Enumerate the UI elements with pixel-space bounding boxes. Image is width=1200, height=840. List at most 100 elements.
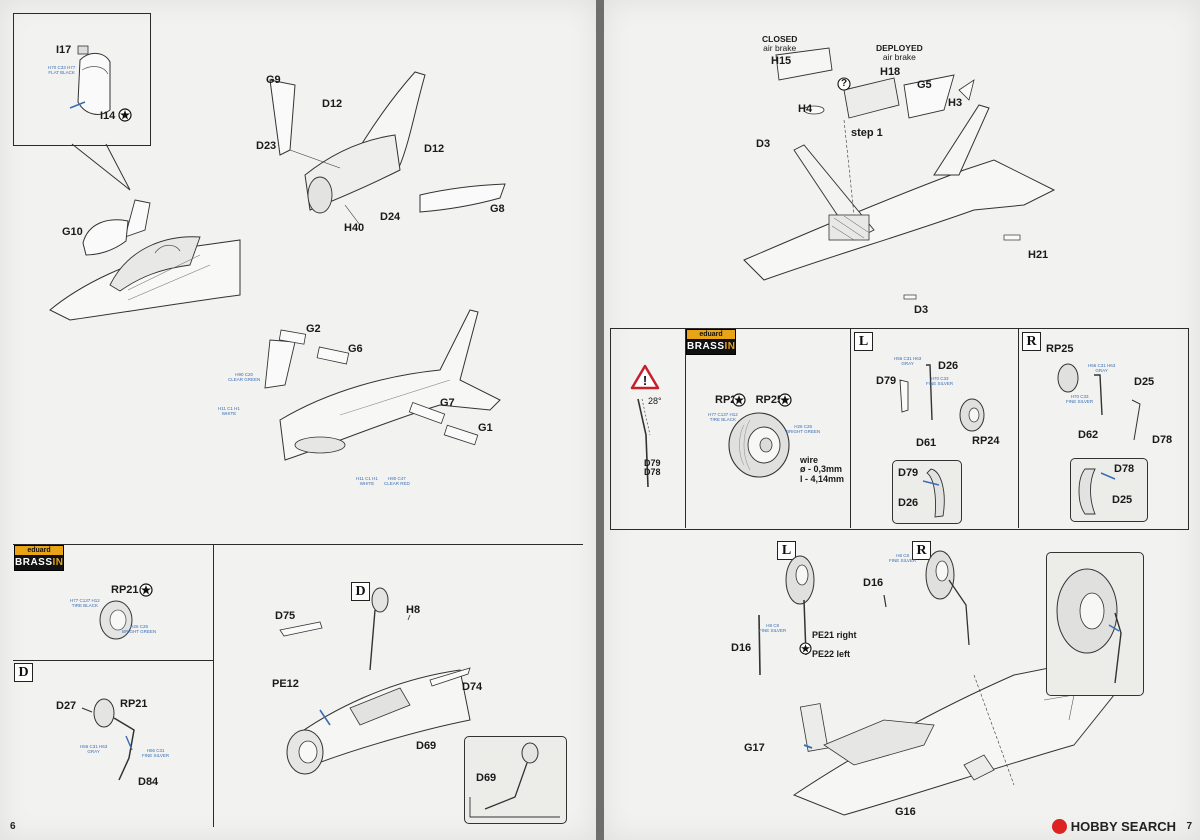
paint-codes: H8 C8	[766, 623, 779, 628]
part-label-d24: D24	[380, 211, 401, 223]
rear-fuselage-drawing	[269, 71, 506, 226]
airbrake-assembly-drawing	[743, 47, 1056, 300]
part-label-h3: H3	[948, 97, 963, 109]
paint-codes: H56 C31 H63	[894, 356, 922, 361]
brassin-logo-brass: BRASS	[687, 341, 725, 352]
part-label-rp24-l: RP24	[972, 435, 1000, 447]
label-wire-spec: wire ø - 0,3mm l - 4,14mm	[800, 455, 844, 484]
part-label-g6: G6	[348, 343, 363, 355]
part-label-h8: H8	[406, 604, 421, 616]
part-label-g16: G16	[895, 806, 916, 818]
paint-codes: H90 C20	[235, 372, 254, 377]
label-bend-angle: 28°	[648, 396, 662, 406]
paint-name: CLEAR GREEN	[228, 377, 261, 383]
part-label-d25-inset: D25	[1112, 494, 1133, 506]
canopy-part-drawing	[69, 45, 111, 115]
inset-main-gear-drawing	[1056, 568, 1122, 684]
inset-r-drawing	[1078, 468, 1116, 515]
paint-name: BRIGHT GREEN	[122, 629, 157, 635]
part-label-pe12: PE12	[272, 678, 299, 690]
paint-name: GRAY	[87, 749, 100, 755]
divider-left-vertical	[213, 544, 214, 827]
part-label-d12-right: D12	[424, 143, 445, 155]
page-number-right: 7	[1186, 821, 1192, 832]
photoetch-pe-icon	[799, 642, 812, 655]
aircraft-underside-drawing	[264, 309, 501, 461]
paint-codes: H70 C33	[1070, 394, 1089, 399]
part-label-d78-inset: D78	[1114, 463, 1135, 475]
closed-subtitle: air brake	[763, 42, 797, 53]
canopy-part-g10-drawing	[82, 219, 129, 256]
bent-wire-drawing	[637, 398, 651, 488]
part-label-g17: G17	[744, 742, 765, 754]
wire-title: wire	[800, 455, 819, 465]
paint-name: GRAY	[1095, 368, 1108, 374]
part-label-rp21: RP21	[111, 584, 139, 596]
brassin-logo-top: eduard	[687, 330, 735, 339]
paint-codes: H90 C47	[388, 476, 406, 481]
paint-codes: H56 C31 H63	[80, 744, 108, 749]
paint-name: TIRE BLACK	[71, 603, 99, 609]
closed-title: CLOSED	[762, 34, 798, 44]
label-deployed-airbrake: DEPLOYED air brake	[876, 44, 923, 62]
paint-callout-fine-silver: H70 C33 FINE SILVER	[926, 376, 953, 386]
paint-callout-tire-black: H77 C137 H12 TIRE BLACK	[708, 412, 738, 422]
part-label-d69: D69	[416, 740, 437, 752]
svg-text:!: !	[643, 373, 647, 388]
part-label-rp21-leg: RP21	[120, 698, 148, 710]
pe22-label: PE22 left	[812, 648, 851, 659]
paint-callout-white: H11 C1 H1 WHITE	[218, 406, 240, 416]
part-label-rp25-r: RP25	[1046, 343, 1074, 355]
part-label-d16-left: D16	[731, 642, 752, 654]
part-label-h18: H18	[880, 66, 901, 78]
part-label-d78-r: D78	[1152, 434, 1173, 446]
question-mark-icon	[837, 77, 851, 91]
panel-canopy	[13, 13, 151, 146]
part-label-h15: H15	[771, 55, 792, 67]
brassin-logo-bottom: BRASSIN	[687, 339, 735, 354]
part-label-g5: G5	[917, 79, 932, 91]
part-d79: D79	[644, 458, 661, 468]
part-label-d25: D25	[1134, 376, 1155, 388]
brassin-logo-bottom: BRASSIN	[15, 555, 63, 570]
paint-codes: H77 C137 H12	[708, 412, 738, 417]
inset-l-drawing	[922, 468, 945, 518]
main-wheel-drawing	[728, 412, 790, 478]
divider-mid-3	[1018, 328, 1019, 528]
paint-codes: H56 C31	[146, 748, 165, 753]
part-label-g10: G10	[62, 226, 83, 238]
paint-callout-tire-black: H77 C137 H12 TIRE BLACK	[70, 598, 100, 608]
paint-name: GRAY	[901, 361, 914, 367]
wire-diameter: ø - 0,3mm	[800, 464, 843, 475]
part-label-d84: D84	[138, 776, 159, 788]
paint-name: FINE SILVER	[1066, 399, 1094, 405]
inset-strut-drawing	[469, 742, 560, 818]
side-marker-l: L	[854, 332, 873, 351]
paint-callout-fine-silver: H56 C31 FINE SILVER	[142, 748, 169, 758]
paint-name: FINE SILVER	[926, 381, 954, 387]
left-main-leg-drawing	[899, 364, 985, 432]
watermark: HOBBY SEARCH	[1051, 819, 1176, 834]
panel-row-middle	[610, 328, 1189, 530]
paint-callout-fine-silver: H70 C33 FINE SILVER	[1066, 394, 1093, 404]
nose-wheel-rp21-drawing	[99, 600, 133, 640]
inset-detail-main-gear	[1046, 552, 1144, 696]
brassin-logo: eduard BRASSIN	[686, 329, 736, 355]
canopy-callout-line	[71, 143, 131, 191]
part-label-d75: D75	[275, 610, 296, 622]
part-label-h4: H4	[798, 103, 813, 115]
paint-codes: H11 C1 H1	[218, 406, 240, 411]
hobby-search-logo-icon	[1051, 819, 1067, 834]
paint-callout-gray: H56 C31 H63 GRAY	[80, 744, 107, 754]
paint-codes: H56 C31 H63	[1088, 363, 1116, 368]
label-step-1: step 1	[851, 127, 883, 139]
paint-codes: H26 C26	[794, 424, 812, 429]
left-page: I17 H70 C33 H77 FLAT BLACK I14 G10 G9 D1…	[0, 0, 596, 840]
brassin-logo-in: IN	[724, 341, 736, 352]
part-label-d79-inset: D79	[898, 467, 919, 479]
deployed-subtitle: air brake	[882, 51, 916, 62]
cockpit-fuselage-drawing	[49, 199, 241, 321]
part-label-g8: G8	[490, 203, 505, 215]
right-main-leg-drawing	[1057, 363, 1141, 441]
